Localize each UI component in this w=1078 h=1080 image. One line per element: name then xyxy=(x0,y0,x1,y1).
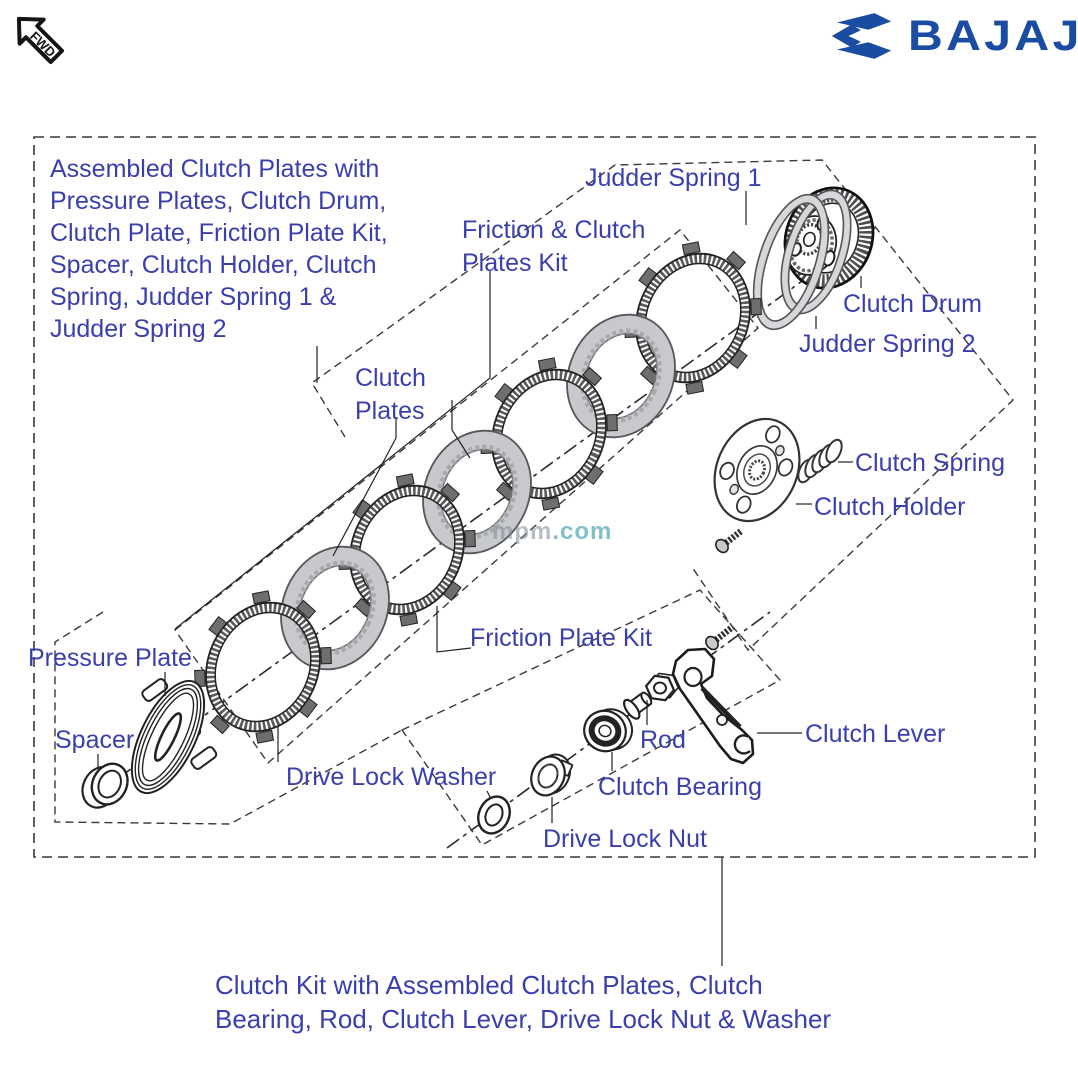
label-clutch-spring: Clutch Spring xyxy=(855,449,1006,477)
leader-lines xyxy=(97,191,862,966)
label-clutch-holder: Clutch Holder xyxy=(814,493,966,521)
label-clutch-bearing: Clutch Bearing xyxy=(598,773,762,801)
label-drive-lock-nut: Drive Lock Nut xyxy=(543,825,707,853)
label-friction-clutch-plates-kit: Friction & Clutch Plates Kit xyxy=(462,216,646,277)
label-judder-spring-2: Judder Spring 2 xyxy=(799,330,976,358)
group-boxes xyxy=(33,136,1036,858)
assembled-group-box xyxy=(311,159,1014,652)
holder-screw xyxy=(715,528,743,554)
judder-spring-1-part xyxy=(752,193,830,331)
clutch-bearing-part xyxy=(583,708,634,753)
label-rod: Rod xyxy=(640,726,686,754)
friction-clutch-kit-box xyxy=(174,229,759,765)
pressure-plate-part xyxy=(130,678,218,795)
label-clutch-plates: Clutch Plates xyxy=(355,364,426,425)
label-friction-plate-kit: Friction Plate Kit xyxy=(470,624,653,652)
clutch-holder-part xyxy=(713,417,801,523)
clutch-lever-part xyxy=(671,647,755,765)
brand-wordmark: BAJAJ xyxy=(908,11,1078,60)
bottom-parts-box xyxy=(400,589,782,846)
hex-nut-part xyxy=(644,672,680,702)
label-clutch-kit-note: Clutch Kit with Assembled Clutch Plates,… xyxy=(215,970,832,1034)
brand-logo: BAJAJ xyxy=(830,10,1078,62)
drive-lock-washer-part xyxy=(477,795,511,835)
label-drive-lock-washer: Drive Lock Washer xyxy=(286,763,497,791)
fwd-arrow-icon: FWD xyxy=(16,16,65,65)
label-assembled-note: Assembled Clutch Plates with Pressure Pl… xyxy=(50,155,388,343)
clutch-kit-outer-box xyxy=(33,136,1036,858)
label-spacer: Spacer xyxy=(55,726,135,754)
drive-lock-nut-part xyxy=(530,753,574,797)
fwd-stamp: FWD xyxy=(2,2,74,79)
watermark: mpm.com xyxy=(492,518,613,545)
bajaj-wings-icon xyxy=(831,13,892,59)
pressure-plate-box xyxy=(54,611,403,825)
label-clutch-drum: Clutch Drum xyxy=(843,290,982,318)
spacer-part xyxy=(81,762,129,809)
clutch-spring-part xyxy=(797,438,843,484)
label-judder-spring-1: Judder Spring 1 xyxy=(585,164,762,192)
rod-part xyxy=(622,691,653,720)
holder-screw xyxy=(705,625,733,651)
label-pressure-plate: Pressure Plate xyxy=(28,644,192,672)
label-clutch-lever: Clutch Lever xyxy=(805,720,946,748)
